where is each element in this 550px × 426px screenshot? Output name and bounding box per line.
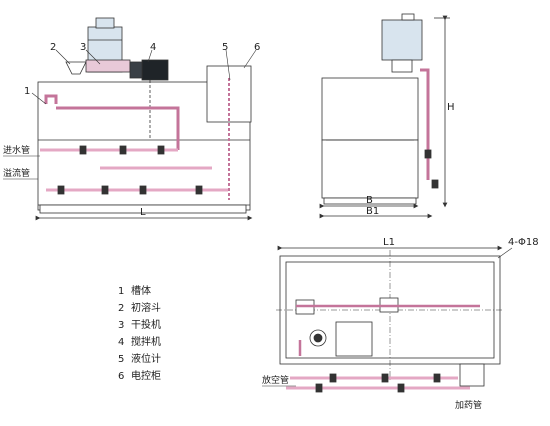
legend-text-5: 液位计 [131,352,161,365]
legend-text-2: 初溶斗 [131,301,161,314]
legend-text-1: 槽体 [131,284,151,297]
inlet-pipe-label: 进水管 [3,144,30,156]
overflow-pipe-label: 溢流管 [3,167,30,179]
front-base [39,204,247,214]
legend-num-2: 2 [118,303,124,314]
mixer-motor [141,59,169,81]
b-dimension-label: B [366,195,373,206]
pre-dissolve-hopper [65,61,87,75]
plan-view [276,245,504,393]
dosing-pipe-label: 加药管 [455,399,482,411]
legend-num-5: 5 [118,354,124,365]
callout-2: 2 [50,42,56,53]
legend-num-4: 4 [118,337,124,348]
l1-dimension-label: L1 [383,237,395,248]
callout-5: 5 [222,42,228,53]
h-dimension-label: H [447,102,455,113]
callout-1: 1 [24,86,30,97]
legend-num-3: 3 [118,320,124,331]
front-view [35,17,253,221]
legend-text-6: 电控柜 [131,369,161,382]
plan-mixer-box [335,321,373,357]
side-view [319,13,450,219]
side-hopper [381,19,423,61]
callout-6: 6 [254,42,260,53]
side-tank-body [321,77,419,141]
legend-text-3: 干投机 [131,318,161,331]
length-dimension-label: L [140,207,146,218]
b1-dimension-label: B1 [366,206,379,217]
legend-num-6: 6 [118,371,124,382]
callout-3: 3 [80,42,86,53]
hole-spec-label: 4-Φ18 [508,237,539,248]
callout-4: 4 [150,42,156,53]
parts-legend: 1 槽体 2 初溶斗 3 干投机 4 搅拌机 5 液位计 6 电控柜 [118,284,161,382]
legend-text-4: 搅拌机 [131,335,161,348]
callout-leaders [31,49,257,105]
dosing-box [459,363,485,387]
drain-pipe-label: 放空管 [262,374,289,386]
legend-num-1: 1 [118,286,124,297]
